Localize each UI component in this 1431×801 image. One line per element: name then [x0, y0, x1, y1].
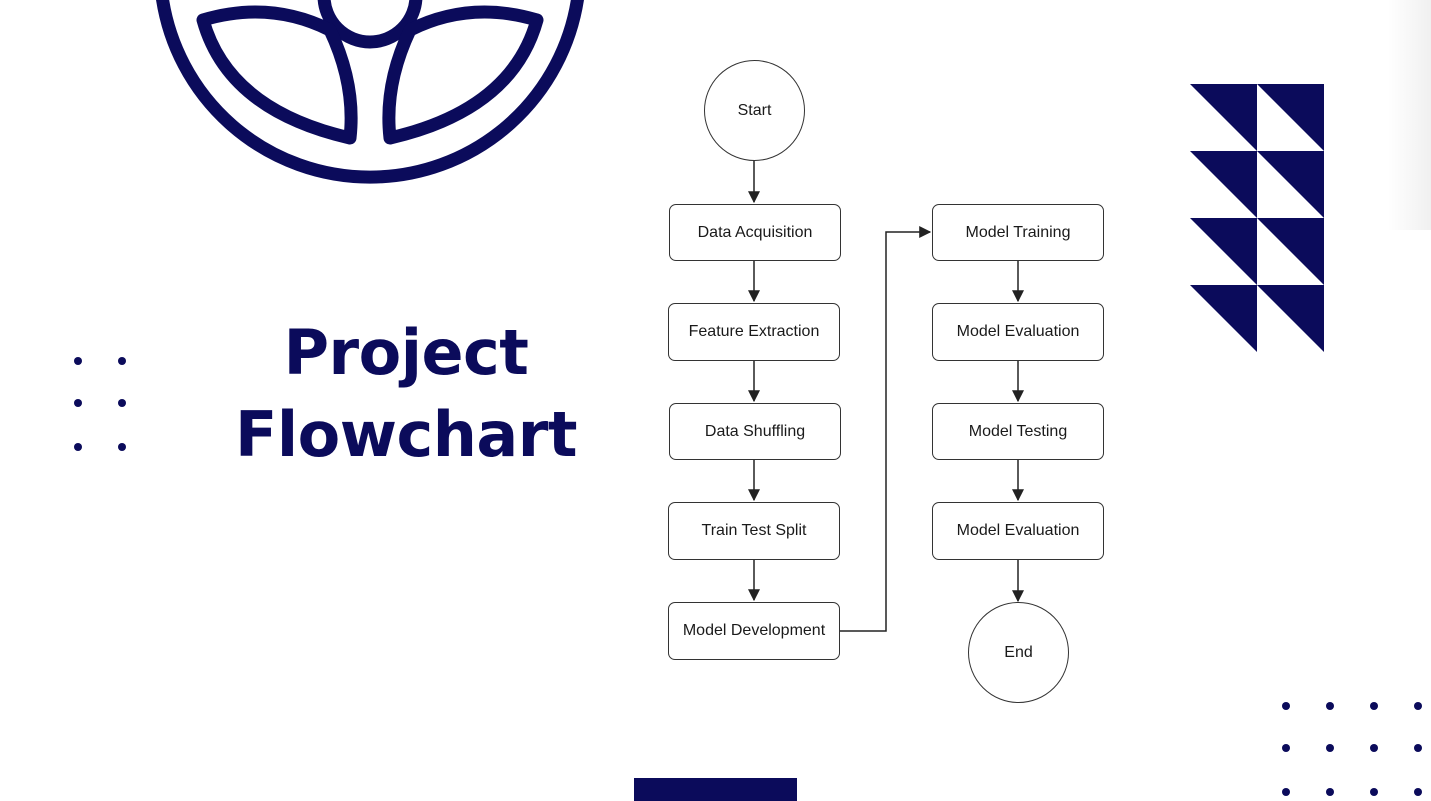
- dot: [1370, 702, 1378, 710]
- dot: [1370, 788, 1378, 796]
- dot: [118, 399, 126, 407]
- title-line-1: Project: [283, 316, 529, 389]
- dot-grid-icon: [70, 353, 130, 453]
- dot: [1326, 702, 1334, 710]
- flow-node-end: End: [968, 602, 1069, 703]
- flow-node-model-training: Model Training: [932, 204, 1104, 261]
- flow-node-data-shuffling: Data Shuffling: [669, 403, 841, 460]
- accent-bar: [634, 778, 797, 801]
- dot: [74, 399, 82, 407]
- dot: [74, 443, 82, 451]
- dot: [1326, 744, 1334, 752]
- flow-node-train-test-split: Train Test Split: [668, 502, 840, 560]
- dot: [74, 357, 82, 365]
- flow-node-model-testing: Model Testing: [932, 403, 1104, 460]
- dot-grid-icon: [1280, 700, 1431, 801]
- flow-node-model-evaluation: Model Evaluation: [932, 303, 1104, 361]
- leaf-circle-logo-icon: [156, 0, 584, 184]
- dot: [1282, 702, 1290, 710]
- edge-model-development-to-model-training: [839, 226, 932, 632]
- flow-node-feature-extraction: Feature Extraction: [668, 303, 840, 361]
- page-title: Project Flowchart: [176, 312, 636, 476]
- triangle-pattern-icon: [1190, 84, 1324, 352]
- title-line-2: Flowchart: [235, 398, 577, 471]
- dot: [1326, 788, 1334, 796]
- flow-node-start: Start: [704, 60, 805, 161]
- flow-node-model-evaluation-final: Model Evaluation: [932, 502, 1104, 560]
- dot: [118, 357, 126, 365]
- dot: [118, 443, 126, 451]
- dot: [1282, 788, 1290, 796]
- dot: [1370, 744, 1378, 752]
- dot: [1414, 744, 1422, 752]
- flow-node-data-acquisition: Data Acquisition: [669, 204, 841, 261]
- dot: [1282, 744, 1290, 752]
- edge-shadow: [1387, 0, 1431, 230]
- dot: [1414, 702, 1422, 710]
- flow-node-model-development: Model Development: [668, 602, 840, 660]
- dot: [1414, 788, 1422, 796]
